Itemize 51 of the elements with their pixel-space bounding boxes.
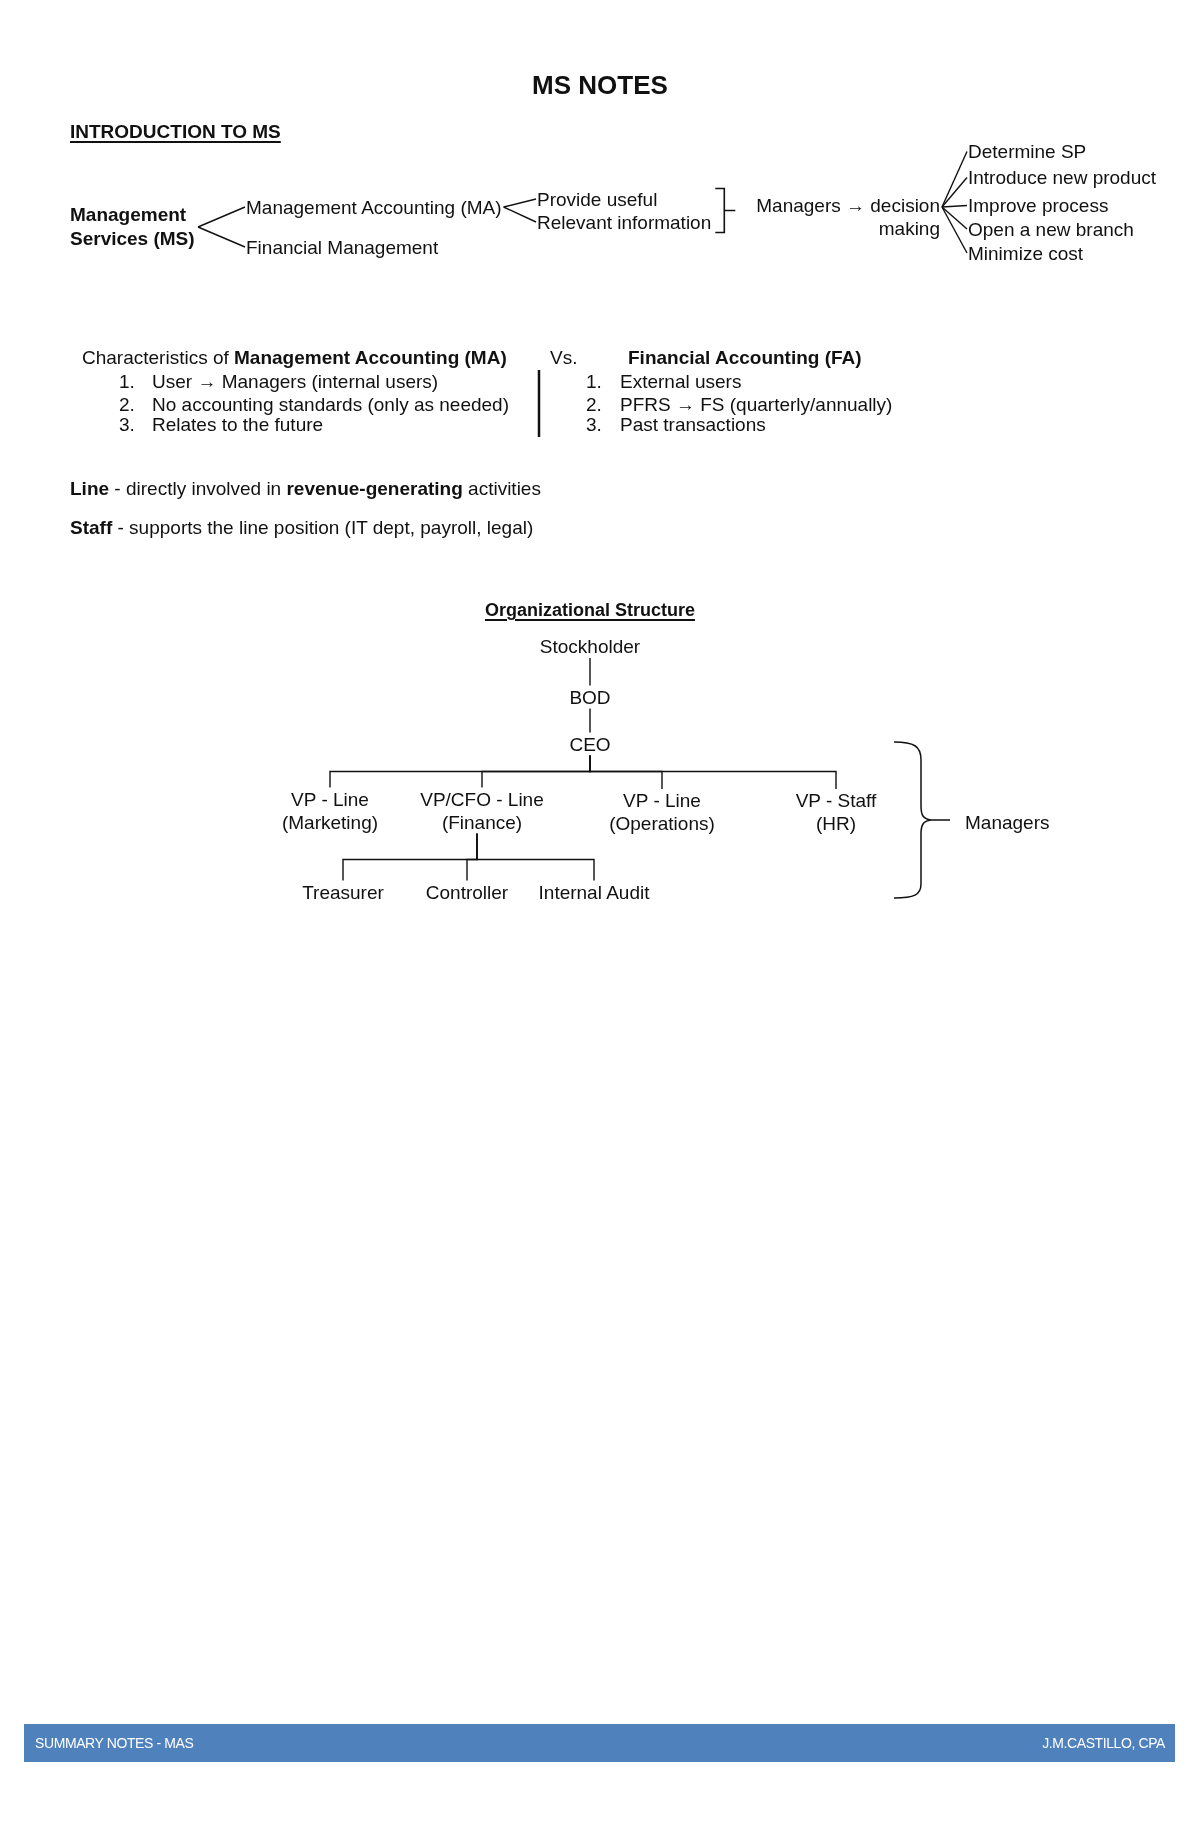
footer-text: SUMMARY NOTES - MAS (35, 1734, 194, 1752)
bracket-label: Managers (965, 811, 1050, 834)
concept-label: Introduce new product (968, 166, 1156, 189)
concept-label: Management Services (MS) (70, 203, 196, 251)
concept-label: Relevant information (537, 210, 712, 234)
connector-line (589, 657, 591, 687)
concept-label: Management Accounting (MA) (246, 195, 502, 219)
position-label: BOD (569, 685, 611, 709)
connector-line (941, 176, 968, 208)
connector-line (941, 206, 968, 230)
connector-line (476, 832, 595, 882)
position-label: Controller (425, 880, 509, 904)
concept-label: Financial Management (246, 235, 439, 259)
list-item-text: External users (620, 370, 742, 393)
footer-text: J.M.CASTILLO, CPA (1042, 1734, 1165, 1752)
connector-line (197, 206, 246, 228)
concept-label: Open a new branch (968, 217, 1134, 241)
position-label: Internal Audit (538, 880, 650, 904)
section-heading: INTRODUCTION TO MS (70, 120, 281, 143)
comparison-text: Vs. (550, 346, 578, 369)
connector-line (941, 150, 968, 208)
connector-line (502, 206, 537, 223)
list-item-text: User → Managers (internal users) (152, 370, 439, 393)
concept-label: Provide useful (537, 187, 658, 211)
list-item-text: PFRS → FS (quarterly/annually) (620, 392, 893, 416)
definition-text: Line - directly involved in revenue-generating activities (70, 477, 541, 500)
page-title: MS NOTES (532, 70, 668, 100)
concept-label: Minimize cost (968, 241, 1084, 265)
column-heading: Financial Accounting (FA) (628, 346, 862, 369)
list-number: 1. (586, 370, 602, 393)
definition-text: Staff - supports the line position (IT dept, payroll, legal) (70, 516, 534, 539)
section-heading: Organizational Structure (484, 599, 695, 622)
connector-line (197, 226, 246, 248)
position-label: CEO (569, 732, 611, 756)
list-number: 1. (119, 370, 135, 393)
concept-label: Managers → decision making (755, 194, 940, 240)
position-label: Stockholder (539, 635, 641, 658)
position-label: VP/CFO - Line (Finance) (419, 787, 545, 834)
connector-line (941, 206, 968, 254)
connector-line (589, 754, 837, 790)
concept-label: Determine SP (968, 140, 1087, 163)
concept-label: Improve process (968, 194, 1109, 217)
position-label: Treasurer (302, 880, 384, 904)
position-label: VP - Line (Marketing) (281, 787, 379, 834)
position-label: VP - Line (Operations) (608, 789, 716, 835)
position-label: VP - Staff (HR) (795, 789, 877, 835)
connector-line (502, 198, 537, 208)
connector-line (941, 204, 968, 208)
column-heading: Characteristics of Management Accounting (MA) (82, 346, 507, 369)
connector-line (589, 707, 591, 734)
list-item-text: No accounting standards (only as needed) (152, 392, 509, 416)
